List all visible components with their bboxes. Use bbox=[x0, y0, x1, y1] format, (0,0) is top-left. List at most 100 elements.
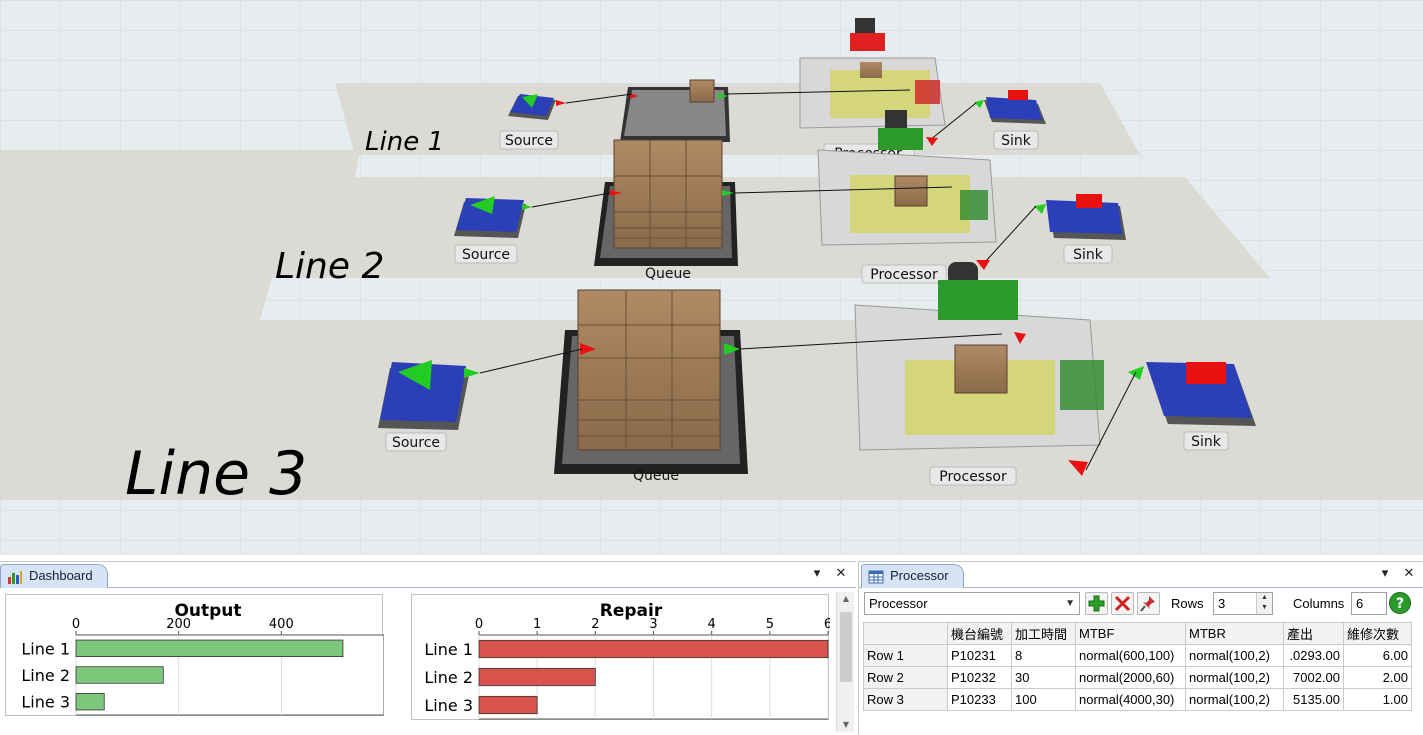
category-label: Line 3 bbox=[424, 696, 473, 715]
table-cell[interactable]: normal(100,2) bbox=[1185, 644, 1284, 667]
table-cell[interactable]: normal(2000,60) bbox=[1075, 666, 1186, 689]
row-header[interactable]: Row 2 bbox=[863, 666, 948, 689]
tick-label: 0 bbox=[72, 617, 80, 632]
model-3d-view[interactable]: Line 1 Line 2 Line 3 Source Queue Proces… bbox=[0, 0, 1423, 555]
column-header[interactable]: 加工時間 bbox=[1011, 622, 1076, 645]
line-3-processor[interactable] bbox=[854, 262, 1104, 451]
chevron-down-icon: ▼ bbox=[1065, 598, 1075, 609]
column-header[interactable]: 維修次數 bbox=[1343, 622, 1412, 645]
row-header[interactable]: Row 3 bbox=[863, 688, 948, 711]
table-cell[interactable]: 6.00 bbox=[1343, 644, 1412, 667]
spinner-arrows-icon[interactable]: ▲▼ bbox=[1256, 593, 1272, 614]
chart-title: Output bbox=[174, 601, 241, 621]
table-cell[interactable]: 100 bbox=[1011, 688, 1076, 711]
line-3-source[interactable] bbox=[378, 360, 480, 430]
pin-icon bbox=[1140, 596, 1155, 612]
close-icon[interactable]: ✕ bbox=[835, 566, 847, 581]
table-row: Row 1 P10231 8 normal(600,100) normal(10… bbox=[863, 644, 1412, 667]
chart-title: Repair bbox=[600, 601, 663, 621]
bar bbox=[75, 693, 105, 711]
table-cell[interactable]: normal(100,2) bbox=[1185, 666, 1284, 689]
line-1-source[interactable] bbox=[508, 94, 566, 120]
line-2-sink[interactable] bbox=[1034, 194, 1126, 240]
column-header[interactable]: MTBF bbox=[1075, 622, 1186, 645]
column-header[interactable]: MTBR bbox=[1185, 622, 1284, 645]
corner-cell bbox=[863, 622, 948, 645]
line-3-sink[interactable] bbox=[1128, 362, 1256, 426]
bar bbox=[75, 666, 164, 684]
line-3-label: Line 3 bbox=[125, 439, 307, 509]
table-icon bbox=[868, 570, 884, 584]
tick-label: 5 bbox=[766, 617, 774, 632]
table-row: Row 2 P10232 30 normal(2000,60) normal(1… bbox=[863, 666, 1412, 689]
tab-processor-label: Processor bbox=[890, 568, 949, 583]
svg-text:Source: Source bbox=[392, 435, 440, 451]
dashboard-scrollbar[interactable]: ▲ ▼ bbox=[836, 592, 854, 732]
table-cell[interactable]: .0293.00 bbox=[1283, 644, 1344, 667]
line-1-queue[interactable] bbox=[620, 79, 730, 142]
scroll-thumb[interactable] bbox=[840, 612, 852, 682]
rows-value: 3 bbox=[1218, 596, 1226, 611]
table-select[interactable]: Processor ▼ bbox=[864, 592, 1080, 615]
svg-text:Queue: Queue bbox=[633, 468, 679, 484]
table-cell[interactable]: 7002.00 bbox=[1283, 666, 1344, 689]
table-cell[interactable]: 30 bbox=[1011, 666, 1076, 689]
line-2-label: Line 2 bbox=[275, 246, 384, 287]
column-header[interactable]: 產出 bbox=[1283, 622, 1344, 645]
table-cell[interactable]: 1.00 bbox=[1343, 688, 1412, 711]
svg-text:Sink: Sink bbox=[1191, 434, 1222, 450]
svg-text:Sink: Sink bbox=[1073, 247, 1104, 263]
table-select-value: Processor bbox=[869, 596, 928, 611]
tab-processor[interactable]: Processor bbox=[861, 564, 964, 588]
tab-dashboard-label: Dashboard bbox=[29, 568, 93, 583]
line-1-sink[interactable] bbox=[974, 90, 1046, 124]
table-cell[interactable]: normal(600,100) bbox=[1075, 644, 1186, 667]
table-cell[interactable]: 2.00 bbox=[1343, 666, 1412, 689]
dashboard-icon bbox=[8, 571, 22, 584]
table-cell[interactable]: P10232 bbox=[947, 666, 1012, 689]
table-cell[interactable]: normal(100,2) bbox=[1185, 688, 1284, 711]
delete-row-button[interactable] bbox=[1111, 592, 1134, 615]
dropdown-icon[interactable]: ▾ bbox=[813, 566, 821, 581]
processor-table: 機台編號 加工時間 MTBF MTBR 產出 維修次數 Row 1 P10231… bbox=[863, 622, 1412, 711]
row-header[interactable]: Row 1 bbox=[863, 644, 948, 667]
table-cell[interactable]: 5135.00 bbox=[1283, 688, 1344, 711]
svg-text:Source: Source bbox=[462, 247, 510, 263]
processor-tabbar: Processor ▾ ✕ bbox=[859, 562, 1423, 588]
rows-spinner[interactable]: 3 ▲▼ bbox=[1213, 592, 1273, 615]
columns-spinner[interactable]: 6 bbox=[1351, 592, 1387, 615]
line-2-processor[interactable] bbox=[817, 110, 997, 246]
line-2-queue[interactable] bbox=[594, 139, 738, 266]
tab-dashboard[interactable]: Dashboard bbox=[0, 564, 108, 588]
line-3-queue[interactable] bbox=[554, 289, 748, 474]
column-header[interactable]: 機台編號 bbox=[947, 622, 1012, 645]
close-icon[interactable]: ✕ bbox=[1403, 566, 1415, 581]
pin-button[interactable] bbox=[1137, 592, 1160, 615]
table-cell[interactable]: 8 bbox=[1011, 644, 1076, 667]
delete-icon bbox=[1114, 595, 1131, 612]
svg-text:Sink: Sink bbox=[1001, 133, 1032, 149]
processor-table-panel: Processor ▾ ✕ Processor ▼ Rows 3 ▲▼ Colu… bbox=[858, 561, 1423, 735]
help-icon[interactable]: ? bbox=[1389, 592, 1411, 614]
dropdown-icon[interactable]: ▾ bbox=[1381, 566, 1389, 581]
add-icon bbox=[1088, 595, 1105, 612]
tick-label: 2 bbox=[591, 617, 599, 632]
rows-label: Rows bbox=[1171, 596, 1204, 611]
line-1-processor[interactable] bbox=[799, 18, 946, 129]
tick-label: 0 bbox=[475, 617, 483, 632]
scroll-up-icon[interactable]: ▲ bbox=[842, 594, 850, 603]
table-cell[interactable]: normal(4000,30) bbox=[1075, 688, 1186, 711]
table-cell[interactable]: P10233 bbox=[947, 688, 1012, 711]
bar bbox=[75, 639, 344, 657]
floor-connector bbox=[0, 150, 360, 330]
category-label: Line 1 bbox=[424, 640, 473, 659]
table-cell[interactable]: P10231 bbox=[947, 644, 1012, 667]
scroll-down-icon[interactable]: ▼ bbox=[842, 720, 850, 729]
add-row-button[interactable] bbox=[1085, 592, 1108, 615]
line-2-source[interactable] bbox=[454, 196, 532, 238]
category-label: Line 3 bbox=[21, 693, 70, 712]
category-label: Line 2 bbox=[21, 666, 70, 685]
category-label: Line 2 bbox=[424, 668, 473, 687]
